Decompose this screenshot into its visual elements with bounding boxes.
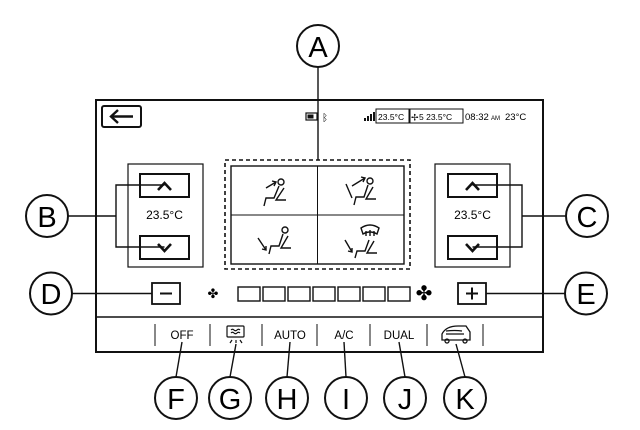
callout-e: E [564, 271, 608, 316]
svg-text:A: A [308, 32, 328, 64]
outside-temp-box [375, 108, 411, 124]
recirculation-button[interactable] [428, 320, 482, 348]
fan-increase-button[interactable] [457, 282, 487, 305]
auto-button[interactable]: AUTO [263, 320, 316, 348]
auto-label: AUTO [274, 330, 306, 342]
seat-feet-vent-icon [257, 226, 291, 255]
distribution-face-windshield-button[interactable] [318, 167, 404, 214]
off-button[interactable]: OFF [156, 320, 209, 348]
callout-g: G [208, 376, 252, 420]
fan-low-icon: ✤ [208, 286, 219, 301]
fan-speed-bar[interactable] [237, 286, 411, 302]
svg-text:K: K [455, 384, 475, 416]
callout-a: A [296, 24, 340, 68]
svg-text:C: C [577, 202, 598, 234]
seat-feet-defrost-icon [344, 224, 380, 259]
fan-small-icon: ✢ [411, 113, 419, 123]
svg-text:H: H [277, 384, 298, 416]
fan-speed-segment[interactable] [362, 286, 386, 302]
callout-leaders [68, 67, 566, 378]
left-temp-value: 23.5°C [146, 208, 183, 222]
fan-high-icon: ✤ [416, 283, 433, 305]
callout-c: C [565, 194, 609, 238]
svg-text:B: B [37, 202, 56, 234]
callout-f: F [154, 376, 198, 420]
callout-d: D [29, 271, 73, 316]
chevron-up-icon [157, 181, 172, 191]
clock-ampm: AM [491, 116, 500, 122]
back-arrow-icon [109, 109, 133, 124]
seat-windshield-vent-icon [345, 176, 376, 206]
outside-temp: 23.5°C [378, 112, 404, 122]
svg-text:J: J [398, 384, 413, 416]
back-button[interactable] [101, 105, 142, 128]
rear-defrost-button[interactable] [211, 320, 261, 348]
dual-button[interactable]: DUAL [371, 320, 426, 348]
bottom-bar-separators [154, 324, 484, 346]
right-temp: 23°C [505, 112, 526, 123]
seat-face-vent-icon [263, 178, 286, 207]
off-label: OFF [171, 330, 194, 342]
signal-icon [364, 112, 375, 121]
svg-text:G: G [219, 384, 242, 416]
clock-time: 08:32 [465, 112, 489, 123]
dual-label: DUAL [384, 330, 415, 342]
bluetooth-icon: ᛒ [322, 113, 328, 124]
callout-b: B [25, 194, 69, 238]
svg-text:F: F [167, 384, 185, 416]
distribution-face-button[interactable] [232, 167, 317, 214]
svg-text:I: I [342, 384, 350, 416]
fan-speed-segment[interactable] [237, 286, 261, 302]
distribution-feet-defrost-button[interactable] [318, 216, 404, 263]
fan-speed-segment[interactable] [262, 286, 286, 302]
svg-text:E: E [576, 279, 595, 311]
set-temp-box [408, 108, 464, 124]
fan-speed-segment[interactable] [312, 286, 336, 302]
right-temp-value: 23.5°C [454, 208, 491, 222]
fan-speed-segment[interactable] [337, 286, 361, 302]
callout-k: K [443, 376, 487, 420]
fan-decrease-button[interactable] [151, 282, 181, 305]
rear-defrost-icon [226, 325, 245, 344]
battery-icon [305, 112, 318, 121]
fan-speed-segment[interactable] [387, 286, 411, 302]
ac-label: A/C [334, 330, 353, 342]
air-recirculation-icon [441, 325, 471, 344]
callout-h: H [265, 376, 309, 420]
ac-button[interactable]: A/C [318, 320, 369, 348]
set-temp: 5 23.5°C [419, 112, 452, 122]
chevron-up-icon [465, 181, 480, 191]
callout-j: J [383, 376, 427, 420]
fan-speed-segment[interactable] [287, 286, 311, 302]
svg-text:D: D [41, 279, 62, 311]
callout-i: I [324, 376, 368, 420]
distribution-feet-button[interactable] [232, 216, 317, 263]
